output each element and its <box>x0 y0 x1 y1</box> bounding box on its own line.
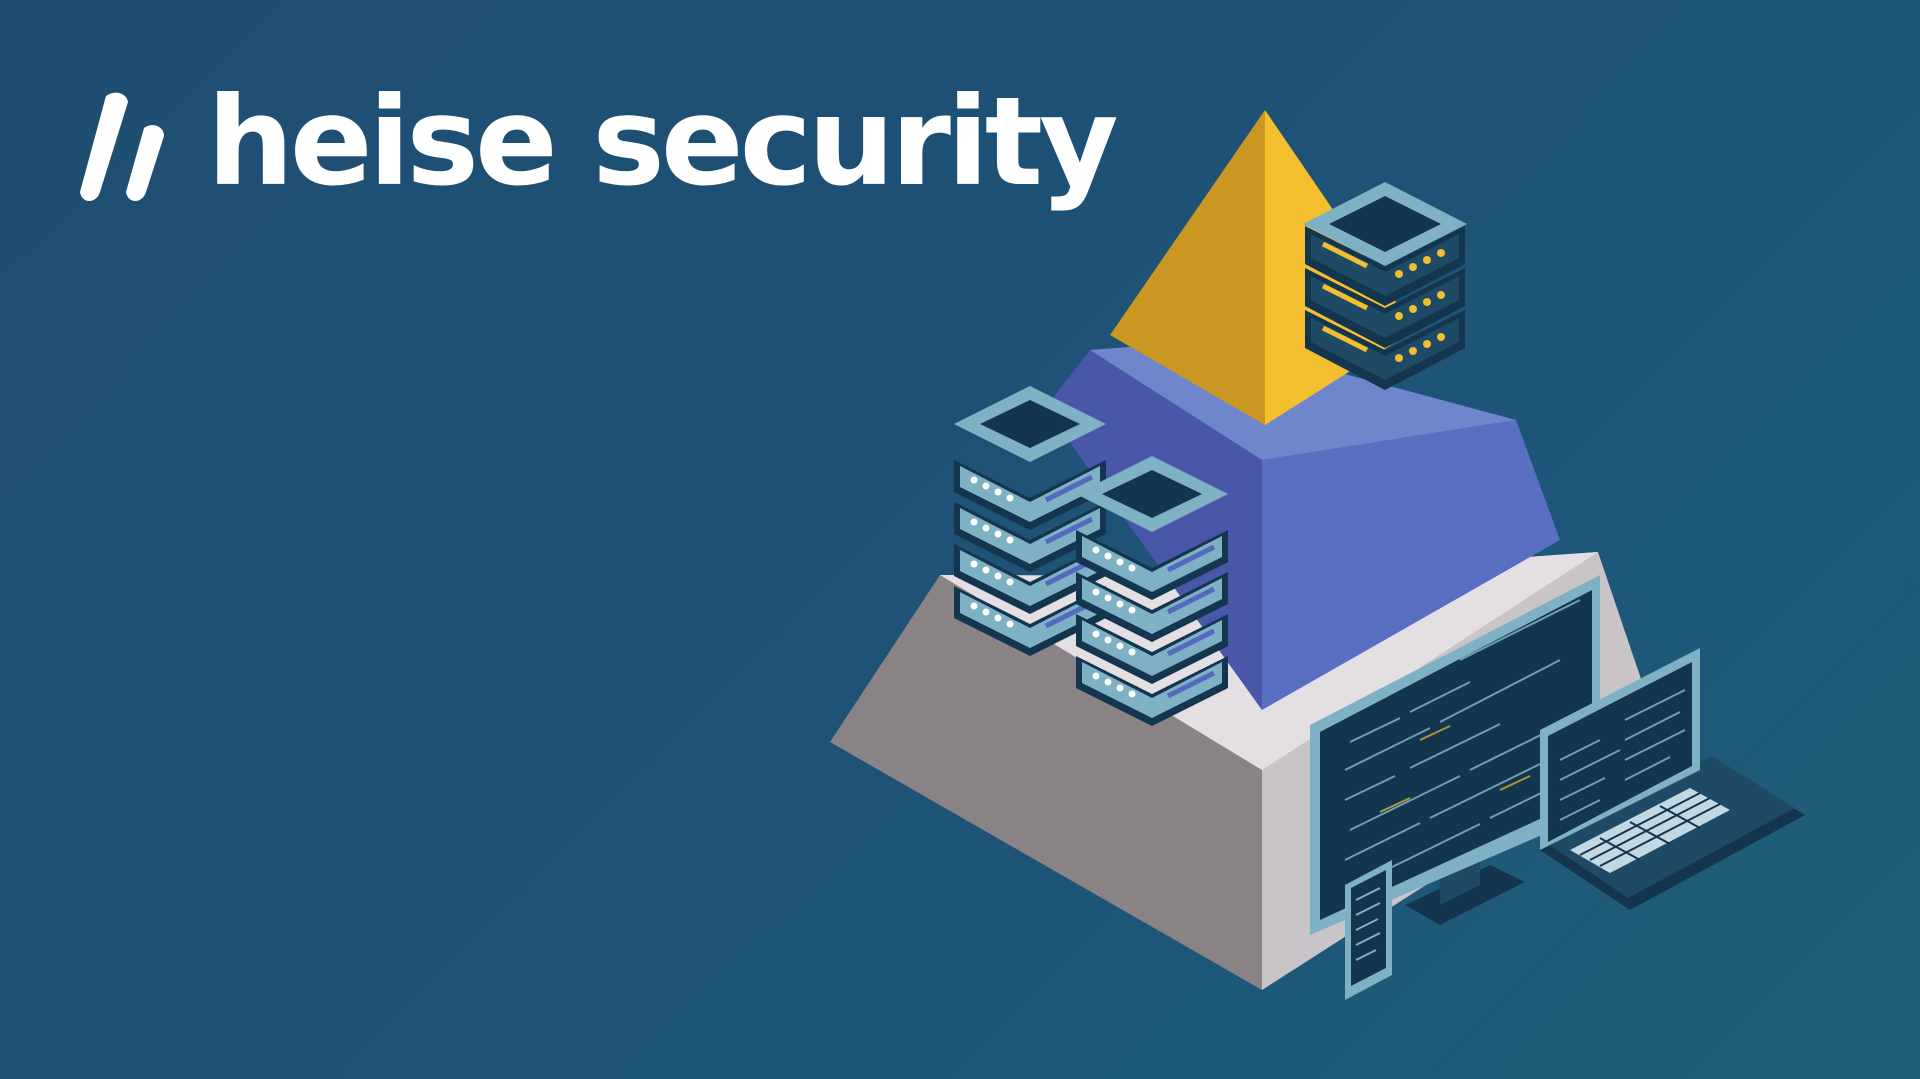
server-stack-icon <box>1076 456 1228 726</box>
server-stack-icon <box>954 386 1106 656</box>
brand-logo[interactable]: heise security <box>78 71 1119 218</box>
brand-name: heise security <box>207 71 1119 213</box>
smartphone-icon <box>1345 860 1392 1000</box>
heise-logo-icon <box>80 92 164 201</box>
laptop-icon <box>1540 648 1805 910</box>
monitor-icon <box>1310 575 1600 935</box>
server-stack-icon <box>1303 182 1467 390</box>
